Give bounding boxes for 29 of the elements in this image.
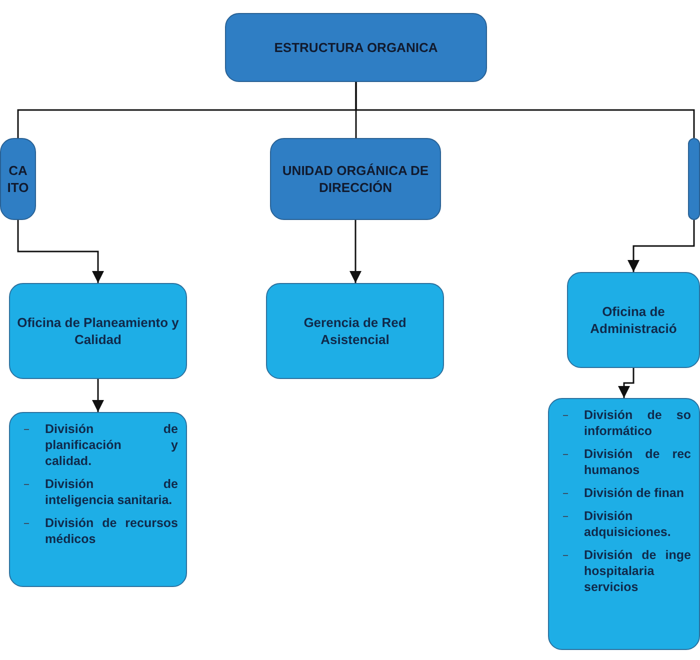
list-box bbox=[9, 412, 187, 587]
org-box bbox=[266, 283, 444, 379]
org-box bbox=[0, 138, 36, 220]
list-item: División de recursos médicos bbox=[45, 515, 178, 547]
list-item: División de rec humanos bbox=[584, 446, 691, 478]
org-box bbox=[567, 272, 700, 368]
box-label: Oficina de Planeamiento y Calidad bbox=[16, 314, 180, 348]
box-label: CA ITO bbox=[6, 162, 30, 196]
box-label: ESTRUCTURA ORGANICA bbox=[273, 39, 439, 56]
arrow bbox=[17, 220, 104, 283]
list-item: División de finan bbox=[584, 485, 686, 501]
arrow bbox=[628, 220, 695, 272]
org-box bbox=[225, 13, 487, 82]
box-label: Gerencia de Red Asistencial bbox=[302, 314, 408, 348]
list-item: División de inteligencia sanitaria. bbox=[45, 476, 178, 508]
list-item: División de inge hospitalaria servicios bbox=[584, 547, 691, 595]
box-label: Oficina de Administració bbox=[589, 303, 678, 337]
list-item: División adquisiciones. bbox=[584, 508, 672, 540]
connector-line bbox=[355, 82, 695, 138]
arrow bbox=[92, 379, 104, 412]
box-label: UNIDAD ORGÁNICA DE DIRECCIÓN bbox=[281, 162, 430, 196]
org-box bbox=[9, 283, 187, 379]
box-shape bbox=[688, 138, 700, 220]
arrow bbox=[618, 368, 634, 398]
arrow bbox=[350, 220, 362, 283]
list-item: División de planificación y calidad. bbox=[45, 421, 178, 469]
list-box bbox=[548, 398, 700, 650]
org-box bbox=[270, 138, 441, 220]
list-item: División de so informático bbox=[584, 407, 691, 439]
